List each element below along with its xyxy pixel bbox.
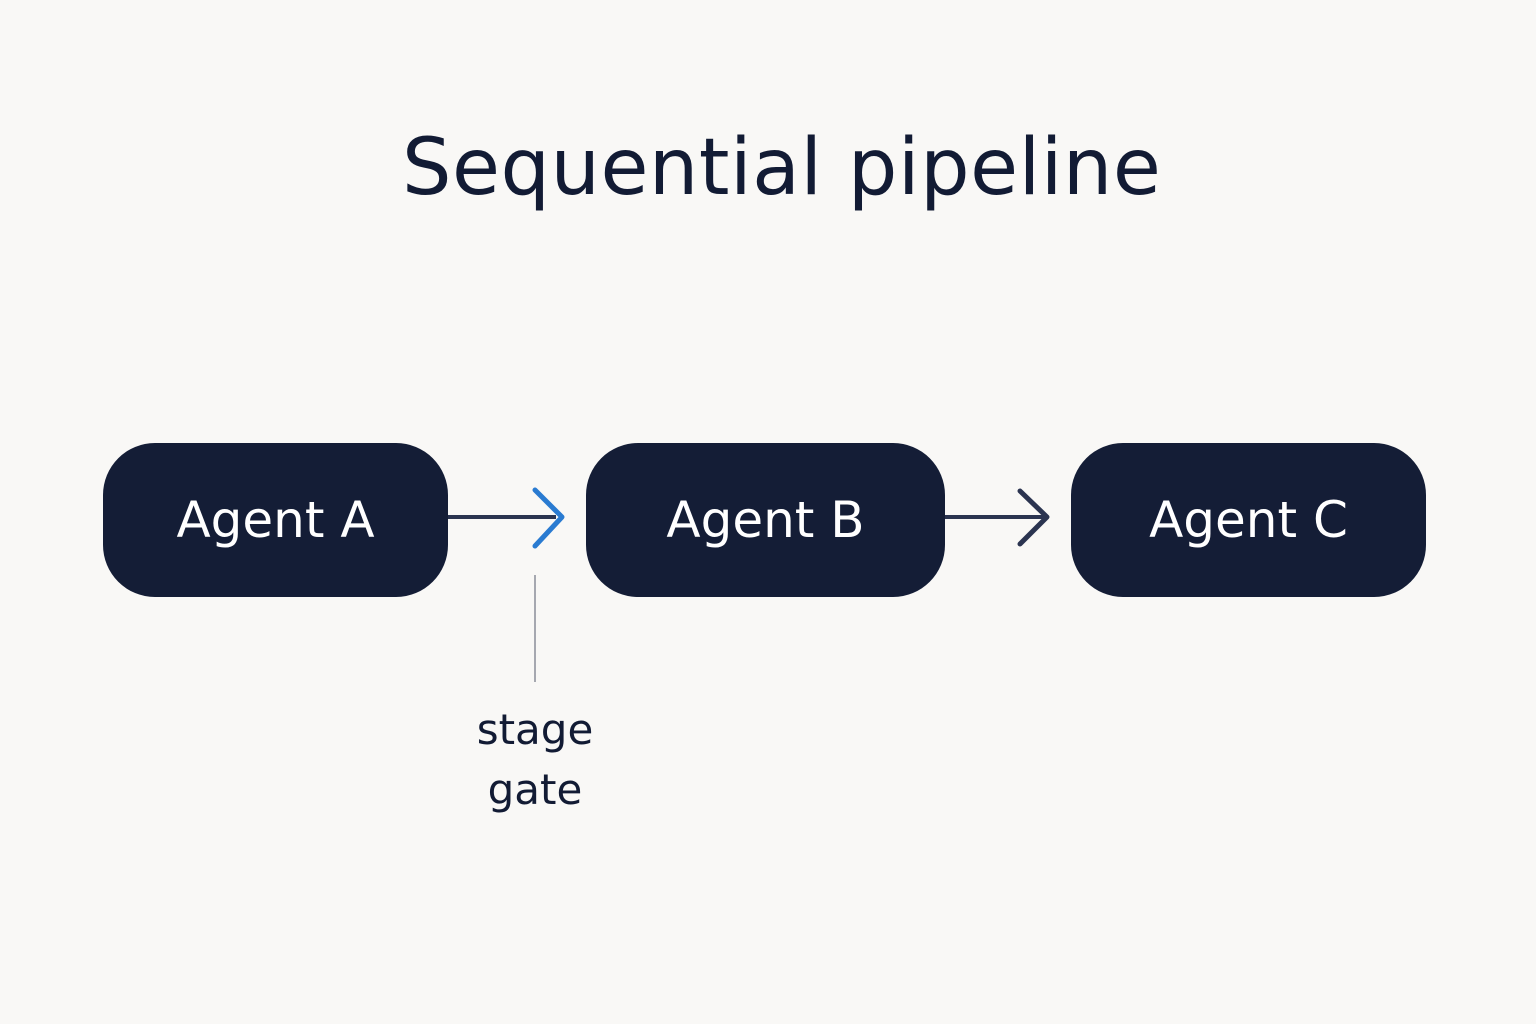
node-agent-c-label: Agent C	[1149, 491, 1348, 549]
node-agent-a: Agent A	[103, 443, 448, 597]
stage-gate-label: stage gate	[435, 700, 635, 820]
diagram-title: Sequential pipeline	[402, 123, 1162, 213]
node-agent-a-label: Agent A	[176, 491, 375, 549]
gate-arrowhead-icon	[532, 487, 565, 549]
node-agent-b: Agent B	[586, 443, 945, 597]
stage-gate-label-line1: stage	[476, 705, 594, 754]
node-agent-b-label: Agent B	[666, 491, 865, 549]
stage-gate-label-line2: gate	[487, 765, 583, 814]
node-agent-c: Agent C	[1071, 443, 1426, 597]
arrowhead-b-to-c-icon	[1017, 488, 1050, 547]
